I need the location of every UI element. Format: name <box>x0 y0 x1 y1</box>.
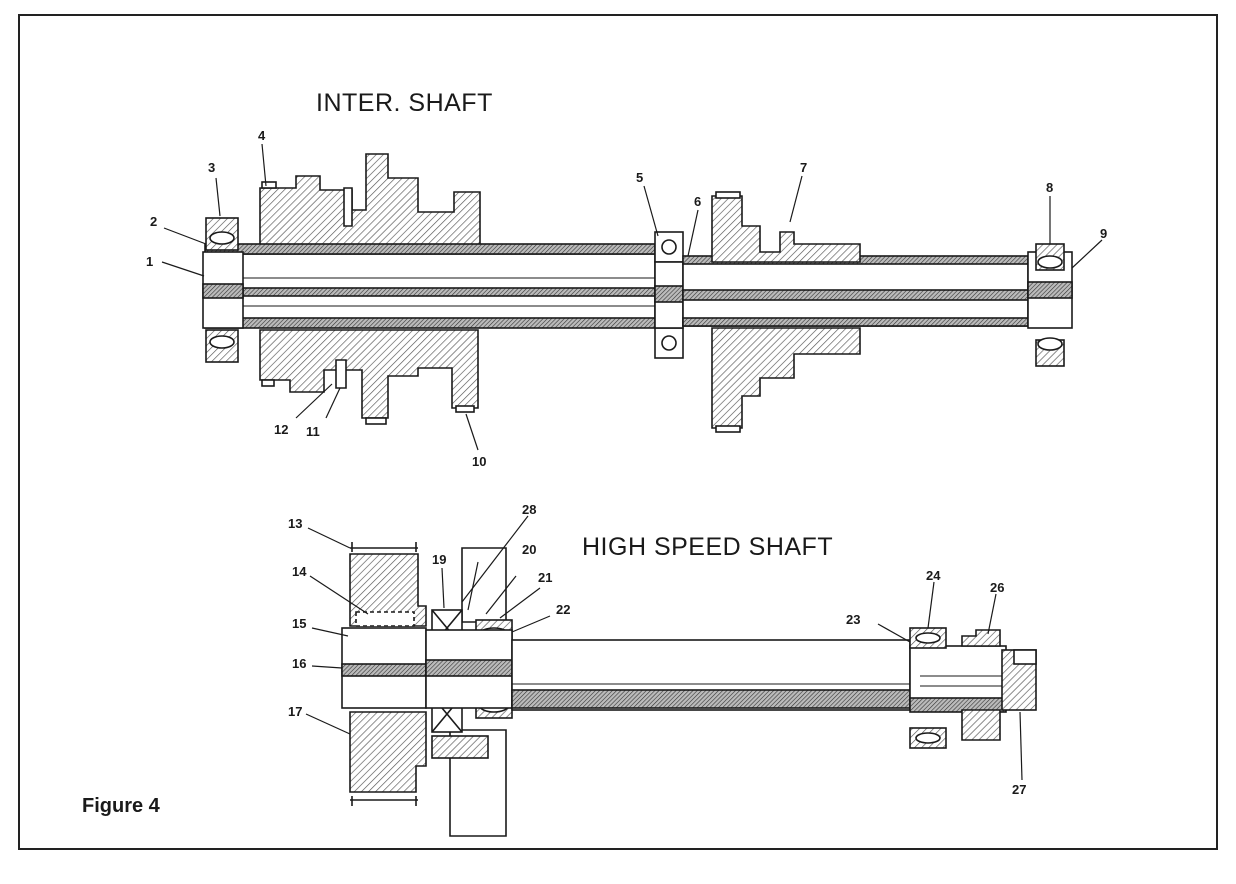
gear-7-lower <box>711 327 861 429</box>
callout-14: 14 <box>292 564 307 579</box>
callout-9: 9 <box>1100 226 1107 241</box>
callout-28: 28 <box>522 502 536 517</box>
callout-2: 2 <box>150 214 157 229</box>
high-speed-shaft-title: HIGH SPEED SHAFT <box>582 533 833 561</box>
inter-gear-cluster-upper <box>259 153 481 251</box>
callout-13: 13 <box>288 516 302 531</box>
coupling-lower <box>349 711 427 793</box>
callout-20: 20 <box>522 542 536 557</box>
callout-4: 4 <box>258 128 266 143</box>
callout-19: 19 <box>432 552 446 567</box>
callout-15: 15 <box>292 616 306 631</box>
figure-border <box>18 14 1218 850</box>
inter-shaft-title: INTER. SHAFT <box>316 89 493 117</box>
inter-shaft-assembly <box>202 153 1073 433</box>
high-speed-shaft-assembly <box>341 542 1037 837</box>
callout-26: 26 <box>990 580 1004 595</box>
callout-17: 17 <box>288 704 302 719</box>
callout-21: 21 <box>538 570 552 585</box>
figure-label: Figure 4 <box>82 795 161 817</box>
callout-11: 11 <box>306 424 320 439</box>
callout-5: 5 <box>636 170 643 185</box>
callout-3: 3 <box>208 160 215 175</box>
high-speed-leader-lines <box>305 515 1023 781</box>
callout-27: 27 <box>1012 782 1026 797</box>
callout-6: 6 <box>694 194 701 209</box>
callout-7: 7 <box>800 160 807 175</box>
callout-12: 12 <box>274 422 288 437</box>
callout-23: 23 <box>846 612 860 627</box>
callout-24: 24 <box>926 568 941 583</box>
callout-16: 16 <box>292 656 306 671</box>
callout-22: 22 <box>556 602 570 617</box>
callout-1: 1 <box>146 254 153 269</box>
gear-7-upper <box>711 195 861 263</box>
coupling-upper <box>349 553 427 627</box>
inter-gear-cluster-lower <box>259 329 479 419</box>
inter-leader-lines <box>161 143 1103 451</box>
callout-10: 10 <box>472 454 486 469</box>
callout-8: 8 <box>1046 180 1053 195</box>
